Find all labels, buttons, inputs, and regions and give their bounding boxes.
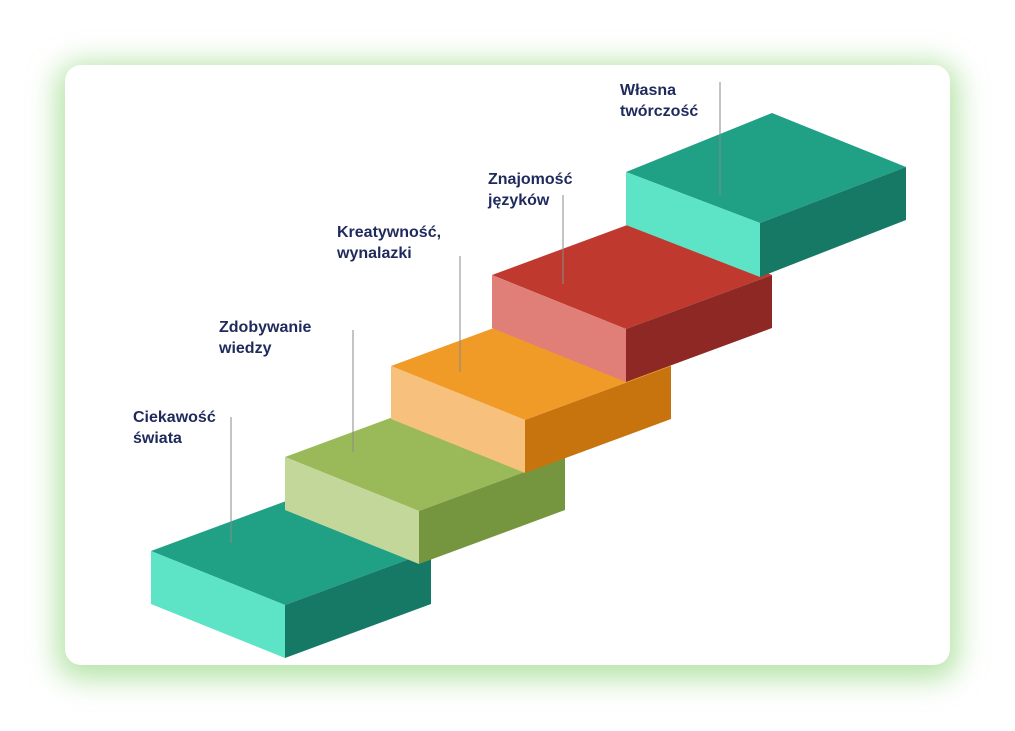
step-1-label-line1: Ciekawość	[133, 409, 216, 426]
step-1-front	[151, 551, 285, 658]
step-2-label-line1: Zdobywanie	[219, 319, 312, 336]
step-5-label-line1: Własna	[620, 82, 676, 99]
step-4-label-line1: Znajomość	[488, 171, 573, 188]
step-1-side	[285, 551, 431, 658]
step-3-label-line1: Kreatywność,	[337, 224, 441, 241]
step-3-side	[525, 366, 671, 473]
step-4-front	[492, 275, 626, 382]
step-1-label-line2: świata	[133, 430, 182, 447]
step-3-front	[391, 366, 525, 473]
step-2-side	[419, 457, 565, 564]
step-3-label-line2: wynalazki	[336, 245, 412, 262]
step-5-side	[760, 167, 906, 277]
step-2-label-line2: wiedzy	[218, 340, 272, 357]
step-5-front	[626, 172, 760, 277]
step-2-front	[285, 457, 419, 564]
step-4-side	[626, 275, 772, 382]
step-5-label-line2: twórczość	[620, 103, 698, 120]
step-5-top	[626, 113, 906, 223]
step-4-label-line2: języków	[487, 192, 550, 209]
step-5: Własna twórczość	[620, 82, 906, 277]
